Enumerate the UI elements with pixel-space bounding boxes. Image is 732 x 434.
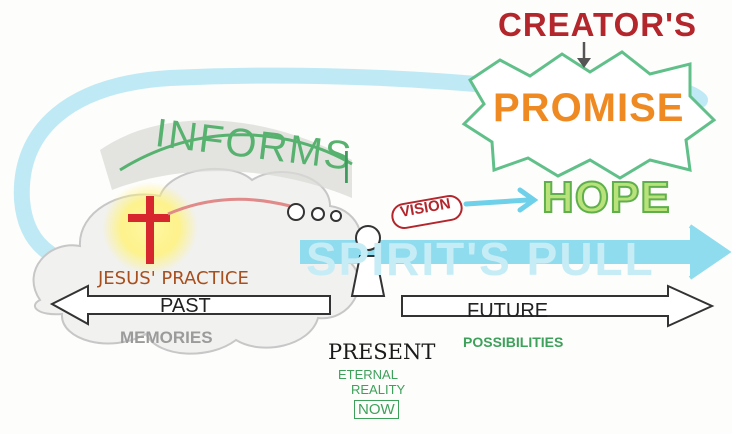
promise-burst (461, 50, 717, 180)
informs-tick: | (342, 146, 351, 184)
person-icon (350, 225, 386, 297)
eternal-label: ETERNAL (338, 367, 398, 382)
future-label: FUTURE (467, 300, 549, 322)
present-label: PRESENT (328, 340, 436, 364)
possibilities-label: POSSIBILITIES (463, 334, 564, 350)
now-label: NOW (354, 400, 399, 419)
vision-arrow (463, 197, 531, 207)
arrow-down-icon (577, 42, 591, 68)
memories-label: MEMORIES (120, 328, 213, 347)
informs-arrow (119, 133, 353, 172)
cross-arc (167, 197, 291, 216)
past-arrow (49, 284, 331, 326)
creators-label: CREATOR'S (498, 6, 697, 43)
spirits-pull-label: SPIRIT'S PULL (306, 233, 655, 285)
jesus-practice-label: JESUS' PRACTICE (98, 268, 249, 289)
thought-bubbles (287, 203, 342, 222)
hope-label: HOPE (541, 173, 671, 222)
spirit-loop (13, 67, 528, 277)
reality-label: REALITY (351, 382, 406, 397)
vision-capsule (391, 195, 463, 229)
cross-icon (128, 196, 170, 264)
future-arrow (401, 284, 715, 328)
past-label: PAST (160, 295, 211, 317)
promise-label: PROMISE (493, 86, 685, 130)
